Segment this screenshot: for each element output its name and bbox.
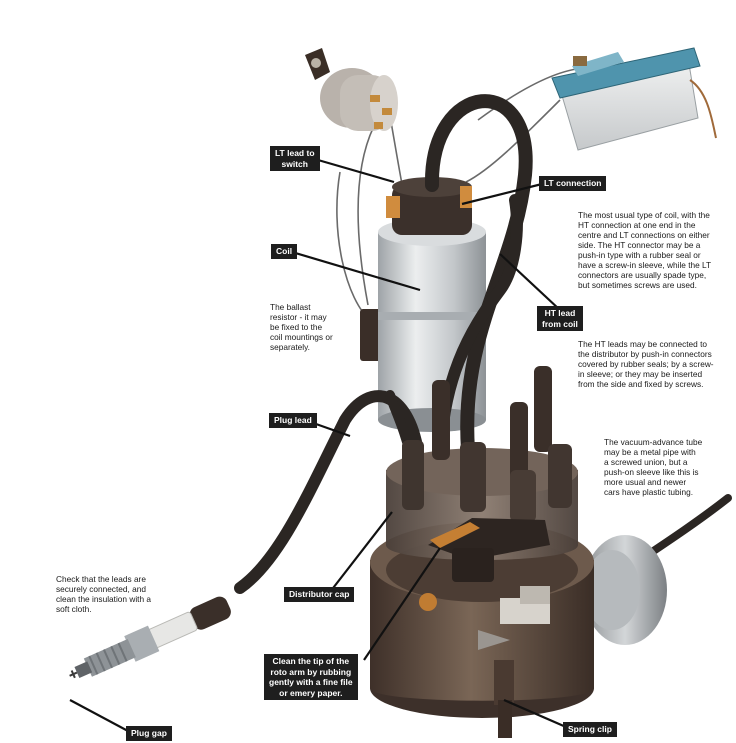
spring-clip-label: Spring clip bbox=[563, 722, 617, 737]
plug-lead-label: Plug lead bbox=[269, 413, 317, 428]
rotor-arm bbox=[428, 518, 550, 582]
ballast-note: The ballast resistor - it may be fixed t… bbox=[270, 302, 333, 352]
leader-lines bbox=[69, 158, 567, 732]
distributor-cap-label: Distributor cap bbox=[284, 587, 355, 602]
spark-plug bbox=[69, 596, 231, 679]
coil-types-note: The most usual type of coil, with the HT… bbox=[578, 210, 712, 290]
ignition-switch bbox=[305, 48, 398, 131]
lt-connection-label: LT connection bbox=[539, 176, 607, 191]
vacuum-advance-unit bbox=[583, 494, 732, 645]
vacuum-advance-note: The vacuum-advance tube may be a metal p… bbox=[604, 437, 703, 497]
battery bbox=[551, 47, 717, 151]
coil-label: Coil bbox=[271, 244, 298, 259]
leads-check-note: Check that the leads are securely connec… bbox=[56, 574, 152, 614]
plug-gap-label: Plug gap bbox=[126, 726, 172, 741]
lt-lead-label: LT lead to switch bbox=[270, 146, 320, 171]
rotor-arm-label: Clean the tip of the roto arm by rubbing… bbox=[264, 654, 358, 700]
ht-lead-label: HT lead from coil bbox=[537, 306, 583, 331]
ht-leads-note: The HT leads may be connected to the dis… bbox=[578, 339, 714, 389]
